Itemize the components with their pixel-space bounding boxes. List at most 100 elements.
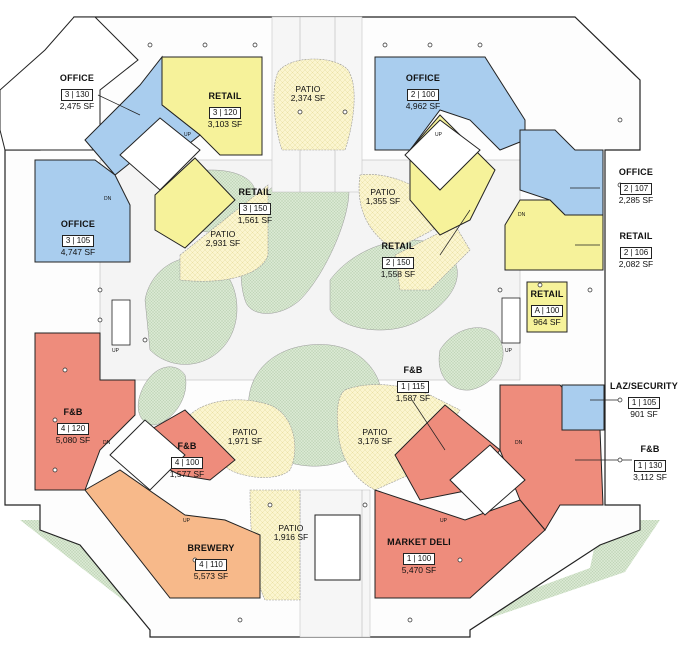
space-name: LAZ/SECURITY [610, 381, 678, 391]
label-retail-3-150: RETAIL 3 | 150 1,561 SF [230, 187, 280, 225]
stair-east [501, 297, 521, 344]
space-area: 5,080 SF [55, 434, 91, 445]
unit-number: 1 | 115 [397, 380, 429, 393]
label-market-deli: MARKET DELI 1 | 100 5,470 SF [384, 537, 454, 575]
unit-number: 1 | 105 [627, 396, 661, 409]
leader-fb-1-115 [411, 399, 446, 451]
patio-top-shape [273, 58, 355, 151]
space-area: 4,747 SF [60, 246, 96, 257]
label-retail-2-150: RETAIL 2 | 150 1,558 SF [373, 241, 423, 279]
space-office-2-100 [374, 56, 526, 151]
unit-number: A | 100 [530, 304, 564, 317]
space-name: OFFICE [60, 219, 96, 229]
space-area: 4,962 SF [405, 100, 441, 111]
unit-number: 1 | 130 [633, 459, 667, 472]
space-area: 2,082 SF [618, 258, 654, 269]
dn-marker-nw: DN [104, 196, 112, 202]
label-retail-3-120: RETAIL 3 | 120 3,103 SF [200, 91, 250, 129]
unit-number: 3 | 120 [208, 106, 242, 119]
label-patio-se: PATIO 3,176 SF [350, 427, 400, 447]
space-area: 3,103 SF [207, 118, 243, 129]
space-fb-4-120 [34, 332, 136, 491]
space-area: 5,470 SF [401, 564, 437, 575]
leader-office-3-130 [97, 94, 141, 116]
label-brewery-4-110: BREWERY 4 | 110 5,573 SF [182, 543, 240, 581]
space-office-3-105 [34, 159, 131, 263]
up-marker-sw: UP [183, 518, 190, 524]
space-name: OFFICE [59, 73, 95, 83]
label-office-3-130: OFFICE 3 | 130 2,475 SF [52, 73, 102, 111]
label-laz-security: LAZ/SECURITY 1 | 105 901 SF [608, 381, 680, 419]
label-patio-bottom: PATIO 1,916 SF [266, 523, 316, 543]
space-name: PATIO [278, 523, 304, 533]
leader-retail-2-150 [439, 209, 471, 256]
label-fb-1-130: F&B 1 | 130 3,112 SF [622, 444, 678, 482]
space-name: RETAIL [619, 231, 653, 241]
stair-west [111, 299, 131, 346]
label-retail-a-100: RETAIL A | 100 964 SF [522, 289, 572, 327]
label-office-3-105: OFFICE 3 | 105 4,747 SF [52, 219, 104, 257]
space-name: F&B [177, 441, 197, 451]
space-name: RETAIL [530, 289, 564, 299]
space-name: F&B [403, 365, 423, 375]
label-retail-2-106: RETAIL 2 | 106 2,082 SF [608, 231, 664, 269]
space-name: MARKET DELI [387, 537, 451, 547]
south-entry-block [314, 514, 361, 581]
space-name: F&B [640, 444, 660, 454]
lawn-sw-small [137, 366, 187, 426]
label-fb-4-100: F&B 4 | 100 1,577 SF [164, 441, 210, 479]
lawn-west [144, 257, 238, 365]
unit-number: 2 | 150 [381, 256, 415, 269]
space-area: 1,355 SF [365, 196, 401, 207]
label-patio-nw: PATIO 2,931 SF [198, 229, 248, 249]
label-office-2-107: OFFICE 2 | 107 2,285 SF [608, 167, 664, 205]
label-fb-1-115: F&B 1 | 115 1,587 SF [388, 365, 438, 403]
up-marker-east: UP [505, 348, 512, 354]
leader-lines [97, 94, 632, 461]
space-area: 2,285 SF [618, 194, 654, 205]
dn-marker-ne: DN [518, 212, 526, 218]
unit-number: 3 | 150 [238, 202, 272, 215]
space-name: PATIO [232, 427, 258, 437]
unit-number: 3 | 105 [61, 234, 95, 247]
up-marker-nw: UP [184, 132, 191, 138]
space-name: OFFICE [618, 167, 654, 177]
unit-number: 4 | 110 [195, 558, 227, 571]
unit-number: 4 | 100 [170, 456, 204, 469]
cores [109, 117, 526, 581]
space-name: RETAIL [238, 187, 272, 197]
space-name: BREWERY [187, 543, 235, 553]
space-area: 1,916 SF [273, 532, 309, 543]
unit-number: 2 | 100 [406, 88, 440, 101]
core-sw [109, 419, 186, 491]
space-area: 1,558 SF [380, 268, 416, 279]
space-name: OFFICE [405, 73, 441, 83]
unit-number: 1 | 100 [402, 552, 436, 565]
space-name: PATIO [362, 427, 388, 437]
space-retail-3-150 [154, 157, 236, 249]
core-ne [404, 119, 481, 191]
space-area: 1,561 SF [237, 214, 273, 225]
space-area: 1,577 SF [169, 468, 205, 479]
space-name: PATIO [370, 187, 396, 197]
space-area: 3,112 SF [633, 471, 667, 482]
lawn-east [438, 327, 504, 391]
nw-corner-void [0, 16, 139, 151]
space-name: PATIO [210, 229, 236, 239]
unit-number: 3 | 130 [60, 88, 94, 101]
space-area: 1,971 SF [227, 436, 263, 447]
space-retail-2-106 [504, 199, 604, 271]
unit-number: 2 | 107 [619, 182, 653, 195]
space-area: 1,587 SF [395, 392, 431, 403]
up-marker-west: UP [112, 348, 119, 354]
label-fb-4-120: F&B 4 | 120 5,080 SF [48, 407, 98, 445]
up-marker-se: UP [440, 518, 447, 524]
label-patio-ne: PATIO 1,355 SF [358, 187, 408, 207]
core-se [449, 444, 526, 516]
space-area: 2,931 SF [205, 238, 241, 249]
space-name: RETAIL [208, 91, 242, 101]
space-area: 2,374 SF [290, 93, 326, 104]
unit-number: 4 | 120 [56, 422, 90, 435]
core-nw [119, 117, 201, 191]
